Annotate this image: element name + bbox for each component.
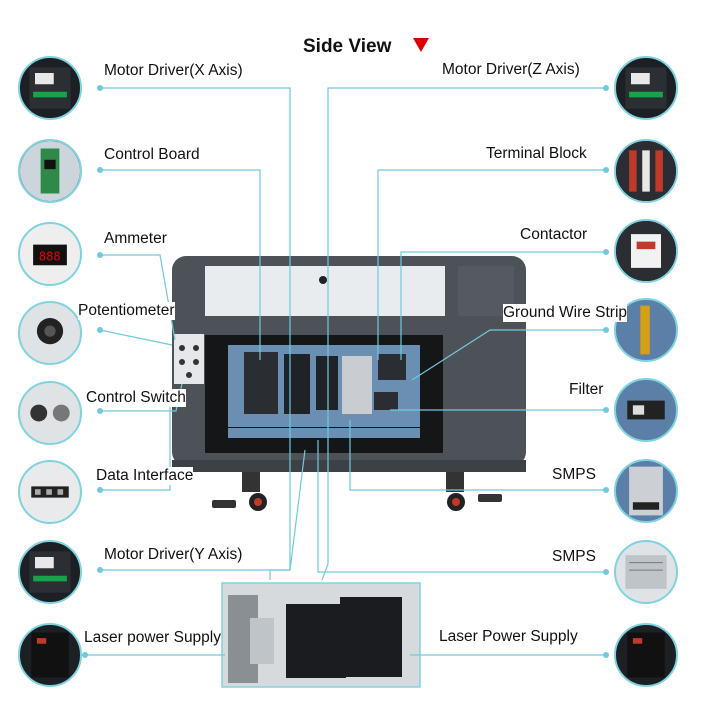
laser-power-supply-icon bbox=[18, 623, 82, 687]
motor-driver-icon bbox=[18, 540, 82, 604]
motor-driver-icon bbox=[18, 56, 82, 120]
laser-power-supply-icon bbox=[614, 623, 678, 687]
potentiometer-icon bbox=[18, 301, 82, 365]
label-filter: Filter bbox=[569, 381, 604, 399]
smps-icon bbox=[614, 540, 678, 604]
red-arrow-icon bbox=[413, 38, 429, 52]
label-smps-1: SMPS bbox=[552, 466, 596, 484]
terminal-block-icon bbox=[614, 139, 678, 203]
page-title: Side View bbox=[303, 36, 392, 57]
motor-driver-icon bbox=[614, 56, 678, 120]
label-terminal-block: Terminal Block bbox=[486, 145, 587, 163]
filter-icon bbox=[614, 378, 678, 442]
label-ground-wire-strip: Ground Wire Strip bbox=[503, 304, 628, 322]
label-control-board: Control Board bbox=[104, 146, 200, 164]
smps-icon bbox=[614, 459, 678, 523]
label-motor-driver-x: Motor Driver(X Axis) bbox=[104, 62, 243, 80]
contactor-icon bbox=[614, 219, 678, 283]
data-interface-icon bbox=[18, 460, 82, 524]
label-motor-driver-y: Motor Driver(Y Axis) bbox=[104, 546, 243, 564]
ammeter-icon: 888 bbox=[18, 222, 82, 286]
laser-machine-side-view bbox=[172, 256, 526, 511]
label-control-switch: Control Switch bbox=[86, 389, 186, 407]
label-potentiometer: Potentiometer bbox=[78, 302, 175, 320]
label-laser-power-supply-left: Laser power Supply bbox=[84, 629, 221, 647]
label-smps-2: SMPS bbox=[552, 548, 596, 566]
leader-lines bbox=[85, 87, 606, 656]
control-board-icon bbox=[18, 139, 82, 203]
label-contactor: Contactor bbox=[520, 226, 588, 244]
laser-power-supply-inset bbox=[221, 582, 421, 688]
label-motor-driver-z: Motor Driver(Z Axis) bbox=[442, 61, 580, 79]
svg-text:888: 888 bbox=[39, 250, 61, 264]
label-data-interface: Data Interface bbox=[96, 467, 194, 485]
label-laser-power-supply-right: Laser Power Supply bbox=[439, 628, 578, 646]
label-ammeter: Ammeter bbox=[104, 230, 167, 248]
control-switch-icon bbox=[18, 381, 82, 445]
